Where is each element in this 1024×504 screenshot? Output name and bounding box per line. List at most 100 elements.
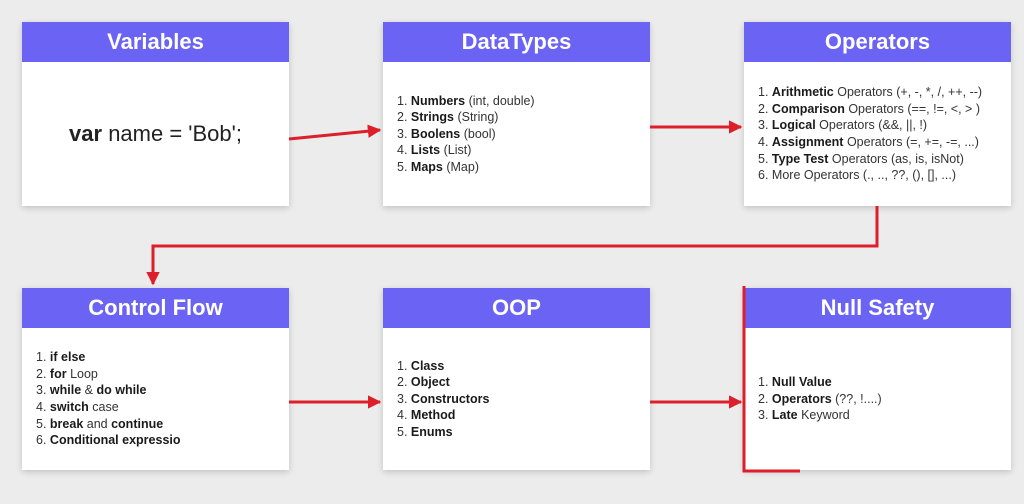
item-keyword: Lists xyxy=(410,143,441,158)
item-text: Operators (==, !=, <, > ) xyxy=(844,101,980,116)
list-item: 1. if else xyxy=(36,349,181,366)
list-item: 4. Assignment Operators (=, +=, -=, ...) xyxy=(758,134,982,151)
item-number: 1. xyxy=(36,350,47,365)
list-item: 3. Constructors xyxy=(397,391,489,408)
item-number: 5. xyxy=(36,416,47,431)
oop-title: OOP xyxy=(383,288,650,328)
item-text: (Map) xyxy=(442,159,479,174)
item-text: (??, !....) xyxy=(831,391,882,406)
item-text: Keyword xyxy=(797,408,850,423)
variables-body: var name = 'Bob'; xyxy=(22,62,289,206)
item-keyword: Class xyxy=(410,358,445,373)
list-item: 1. Arithmetic Operators (+, -, *, /, ++,… xyxy=(758,84,982,101)
variables-card: Variables var name = 'Bob'; xyxy=(22,22,289,206)
datatypes-list: 1. Numbers (int, double)2. Strings (Stri… xyxy=(383,93,535,176)
item-keyword: Enums xyxy=(410,424,453,439)
list-item: 2. for Loop xyxy=(36,366,181,383)
item-number: 5. xyxy=(397,424,408,439)
item-keyword: Logical xyxy=(771,118,816,133)
operators-title: Operators xyxy=(744,22,1011,62)
code-keyword: var xyxy=(69,121,103,146)
list-item: 3. Logical Operators (&&, ||, !) xyxy=(758,117,982,134)
item-number: 5. xyxy=(758,151,769,166)
item-keyword: Assignment xyxy=(771,135,844,149)
list-item: 6. Conditional expressio xyxy=(36,432,181,449)
item-keyword: if else xyxy=(49,350,86,365)
item-keyword: Operators xyxy=(771,391,832,406)
item-text: & xyxy=(81,383,97,398)
item-text: (List) xyxy=(440,143,472,158)
list-item: 1. Numbers (int, double) xyxy=(397,93,535,110)
item-number: 2. xyxy=(758,391,769,406)
list-item: 4. Lists (List) xyxy=(397,142,535,159)
item-keyword: switch xyxy=(49,400,89,414)
arrow-variables-to-datatypes xyxy=(288,124,382,141)
list-item: 6. More Operators (., .., ??, (), [], ..… xyxy=(758,167,982,184)
control-flow-title: Control Flow xyxy=(22,288,289,328)
item-keyword: Conditional expressio xyxy=(49,433,181,448)
item-number: 1. xyxy=(758,375,769,390)
item-number: 6. xyxy=(36,433,47,448)
list-item: 2. Comparison Operators (==, !=, <, > ) xyxy=(758,101,982,118)
operators-card: Operators 1. Arithmetic Operators (+, -,… xyxy=(744,22,1011,206)
item-number: 3. xyxy=(758,118,769,133)
list-item: 3. Boolens (bool) xyxy=(397,126,535,143)
operators-list: 1. Arithmetic Operators (+, -, *, /, ++,… xyxy=(744,84,982,184)
item-number: 4. xyxy=(36,400,47,414)
item-text: and xyxy=(83,416,112,431)
item-number: 1. xyxy=(397,358,408,373)
item-number: 3. xyxy=(397,391,408,406)
item-text: case xyxy=(88,400,119,414)
item-keyword: Comparison xyxy=(771,101,845,116)
item-number: 4. xyxy=(758,135,769,149)
item-number: 1. xyxy=(758,85,769,100)
item-text: Operators (as, is, isNot) xyxy=(828,151,964,166)
list-item: 5. break and continue xyxy=(36,416,181,433)
item-text: Operators (+, -, *, /, ++, --) xyxy=(833,85,983,100)
item-text: (String) xyxy=(453,110,499,125)
item-keyword-2: do while xyxy=(96,383,147,398)
item-number: 2. xyxy=(36,366,47,381)
list-item: 3. Late Keyword xyxy=(758,407,882,424)
list-item: 5. Type Test Operators (as, is, isNot) xyxy=(758,151,982,168)
item-number: 2. xyxy=(397,110,408,125)
item-number: 6. xyxy=(758,168,769,183)
item-number: 2. xyxy=(758,101,769,116)
item-keyword: Object xyxy=(410,375,450,390)
list-item: 2. Object xyxy=(397,374,489,391)
item-number: 3. xyxy=(397,126,408,141)
list-item: 1. Class xyxy=(397,358,489,375)
item-keyword: Maps xyxy=(410,159,443,174)
item-number: 4. xyxy=(397,408,408,423)
item-keyword: while xyxy=(49,383,82,398)
null-safety-bracket xyxy=(742,286,800,473)
variables-code: var name = 'Bob'; xyxy=(22,121,289,147)
list-item: 1. Null Value xyxy=(758,374,882,391)
list-item: 4. switch case xyxy=(36,399,181,416)
item-number: 3. xyxy=(758,408,769,423)
item-keyword: Boolens xyxy=(410,126,461,141)
item-keyword: Strings xyxy=(410,110,454,125)
datatypes-card: DataTypes 1. Numbers (int, double)2. Str… xyxy=(383,22,650,206)
item-text: More Operators (., .., ??, (), [], ...) xyxy=(771,168,956,183)
item-keyword: Late xyxy=(771,408,798,423)
item-number: 4. xyxy=(397,143,408,158)
item-keyword: Arithmetic xyxy=(771,85,834,100)
item-text: (bool) xyxy=(460,126,496,141)
list-item: 4. Method xyxy=(397,407,489,424)
item-keyword: Numbers xyxy=(410,93,466,108)
list-item: 2. Operators (??, !....) xyxy=(758,391,882,408)
variables-title: Variables xyxy=(22,22,289,62)
item-number: 5. xyxy=(397,159,408,174)
item-number: 2. xyxy=(397,375,408,390)
item-keyword: Constructors xyxy=(410,391,490,406)
list-item: 5. Maps (Map) xyxy=(397,159,535,176)
arrow-operators-to-control-flow xyxy=(146,206,879,286)
item-text: Operators (=, +=, -=, ...) xyxy=(843,135,979,149)
